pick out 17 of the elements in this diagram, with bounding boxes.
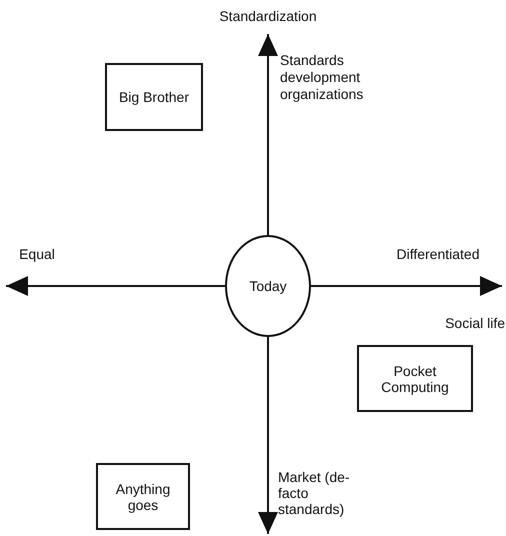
node-label: Today [248,278,288,294]
axis-arrow [258,34,278,235]
scenario-box [357,345,473,412]
axis-label: Differentiated [380,244,496,264]
axis-label: Standardization [210,6,326,26]
node-label: Anything goes [114,480,172,512]
node-label: Pocket Computing [380,362,450,394]
axis-label: Market (de-facto standards) [278,463,370,523]
axis-arrow [6,276,225,296]
scenario-box [105,63,203,131]
node-label: Big Brother [118,89,190,105]
axis-arrow [311,276,502,296]
axis-label: Equal [10,244,64,264]
axis-arrow [258,337,278,534]
scenario-box [96,463,190,530]
axis-label: Standards development organizations [280,52,364,102]
axis-label: Social life [445,315,505,331]
